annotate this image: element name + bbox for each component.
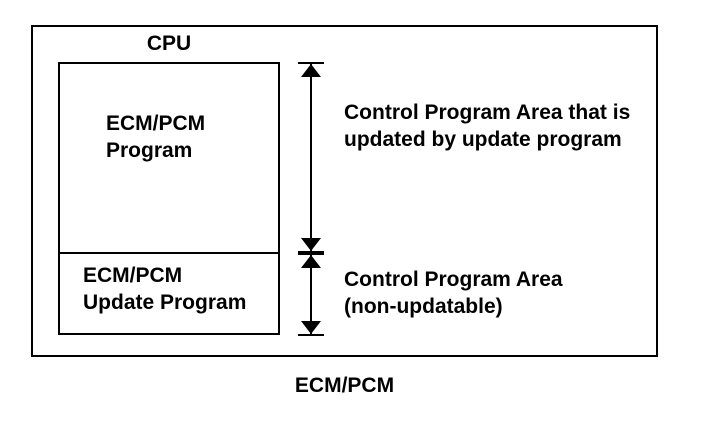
annotation-updatable-area: Control Program Area that is updated by … [344, 101, 631, 151]
cpu-label: CPU [146, 32, 192, 55]
program-memory-box: ECM/PCM Program ECM/PCM Update Program [58, 62, 280, 335]
ecm-pcm-program-area: ECM/PCM Program [60, 64, 278, 254]
ecm-pcm-update-program-area: ECM/PCM Update Program [60, 254, 278, 333]
ecm-pcm-program-label: ECM/PCM Program [106, 112, 206, 162]
annotation-non-updatable-area: Control Program Area (non-updatable) [344, 268, 563, 318]
ecm-pcm-update-program-label: ECM/PCM Update Program [83, 264, 247, 314]
ecm-pcm-caption: ECM/PCM [294, 374, 395, 397]
